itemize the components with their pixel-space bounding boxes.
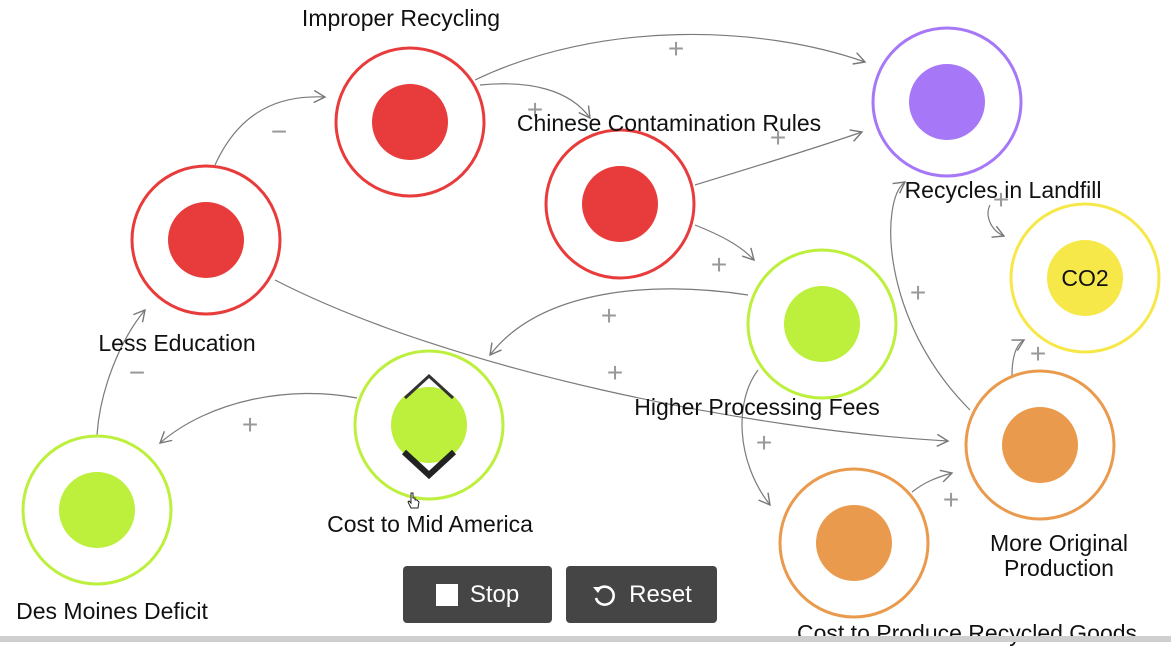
edge-des-moines-to-less-education (96, 308, 146, 436)
chevron-up-icon[interactable] (403, 373, 455, 400)
label-more-original-production-line1: More Original (989, 530, 1129, 556)
stop-button[interactable]: Stop (403, 566, 552, 623)
edge-less-education-to-more-original (274, 279, 950, 448)
reset-icon (591, 582, 617, 608)
node-improper-recycling[interactable] (334, 46, 486, 198)
label-cost-to-produce-recycled-goods: Cost to Produce Recycled Goods (797, 620, 1138, 646)
edge-sign: + (756, 427, 772, 458)
edge-cost-recycled-to-more-original (911, 469, 954, 493)
label-less-education: Less Education (98, 330, 256, 356)
edge-landfill-to-co2 (987, 204, 1006, 238)
edge-sign: + (993, 184, 1009, 215)
edge-sign: + (242, 409, 258, 440)
edge-higher-fees-to-cost-mid-america (489, 288, 749, 357)
label-recycles-in-landfill: Recycles in Landfill (904, 177, 1102, 203)
edge-sign: + (1030, 338, 1046, 369)
edge-improper-recycling-to-chinese-rules (479, 83, 591, 120)
node-more-original-production[interactable] (964, 369, 1116, 521)
reset-button-label: Reset (629, 580, 692, 608)
edge-less-education-to-improper-recycling (214, 89, 327, 166)
edge-cost-mid-america-to-des-moines (158, 392, 358, 444)
edge-more-original-to-landfill (890, 181, 971, 411)
reset-button[interactable]: Reset (566, 566, 717, 623)
node-cost-to-produce-recycled-goods[interactable] (778, 467, 930, 619)
node-des-moines-deficit[interactable] (21, 434, 173, 586)
edge-chinese-rules-to-recycles-in-landfill (694, 129, 864, 186)
label-cost-to-mid-america: Cost to Mid America (327, 511, 533, 537)
edge-chinese-rules-to-higher-fees (694, 224, 755, 262)
edge-sign: + (601, 300, 617, 331)
edge-sign: + (770, 122, 786, 153)
edges (96, 33, 1026, 507)
edge-sign: + (711, 249, 727, 280)
node-higher-processing-fees[interactable] (746, 248, 898, 400)
edge-more-original-to-co2 (1011, 339, 1026, 376)
edge-sign: + (910, 277, 926, 308)
edge-sign: + (607, 357, 623, 388)
node-chinese-contamination-rules[interactable] (544, 128, 696, 280)
node-co2[interactable]: CO2 (1009, 202, 1161, 354)
node-recycles-in-landfill[interactable] (871, 26, 1023, 178)
edge-sign: + (527, 94, 543, 125)
node-cost-to-mid-america[interactable] (353, 349, 505, 501)
bottom-strip (0, 636, 1171, 642)
edge-signs: + + + − + + + + + + + + + − (129, 33, 1046, 515)
label-chinese-contamination-rules: Chinese Contamination Rules (516, 110, 822, 136)
stop-button-label: Stop (469, 580, 520, 608)
node-less-education[interactable] (130, 164, 282, 316)
edge-sign: + (668, 33, 684, 64)
label-more-original-production-line2: Production (1004, 555, 1114, 581)
edge-sign: − (271, 116, 287, 147)
stop-icon (435, 583, 458, 606)
edge-sign: − (129, 357, 145, 388)
label-improper-recycling: Improper Recycling (301, 5, 501, 31)
edge-higher-fees-to-cost-recycled (741, 369, 771, 507)
edge-sign: + (943, 484, 959, 515)
edge-improper-recycling-to-recycles-in-landfill (474, 33, 867, 81)
co2-label: CO2 (1061, 265, 1108, 291)
label-des-moines-deficit: Des Moines Deficit (16, 598, 208, 624)
label-higher-processing-fees: Higher Processing Fees (634, 394, 880, 420)
hand-cursor-icon (407, 492, 420, 509)
chevron-down-icon[interactable] (401, 449, 457, 480)
